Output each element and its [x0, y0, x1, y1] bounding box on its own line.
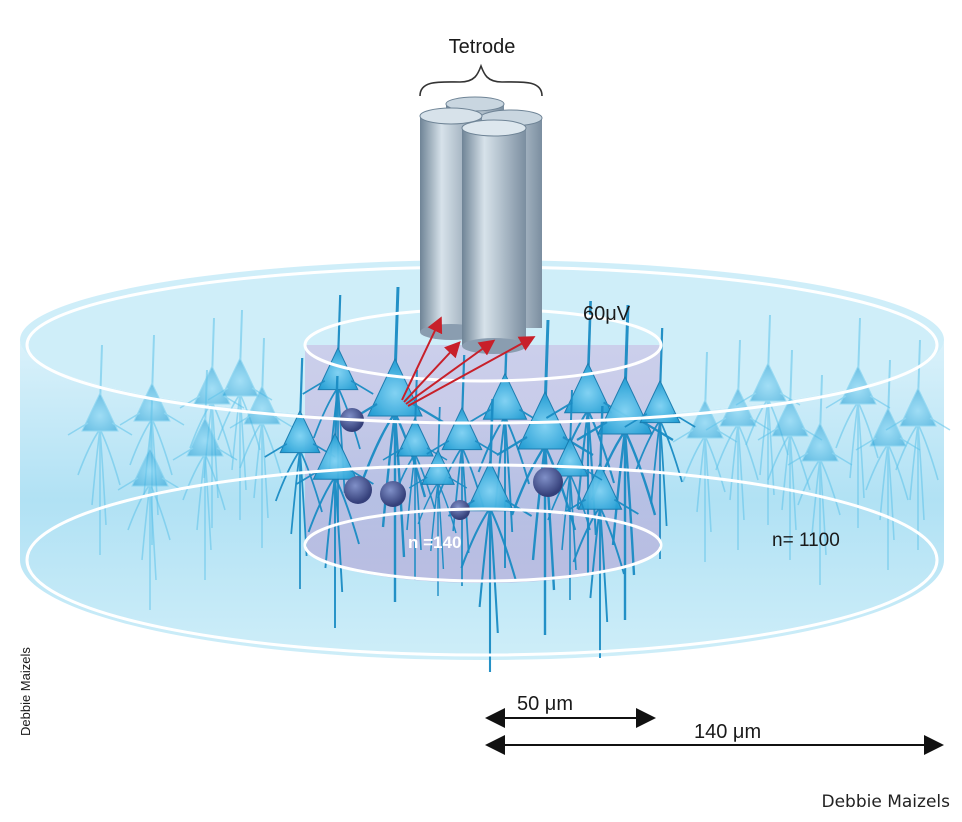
pyramidal-neuron	[672, 351, 738, 562]
pyramidal-neuron	[117, 399, 183, 610]
pyramidal-neuron	[67, 344, 133, 555]
inner-ring-bottom	[303, 507, 663, 583]
pyramidal-neuron	[885, 339, 951, 550]
pyramidal-neuron	[855, 359, 921, 570]
interneuron	[344, 476, 372, 504]
pyramidal-neuron	[296, 375, 374, 628]
pyramidal-neuron	[408, 406, 468, 596]
pyramidal-neuron	[229, 337, 295, 548]
tetrode-label: Tetrode	[449, 36, 516, 58]
interneurons	[340, 408, 563, 520]
amplitude-label: 60μV	[583, 303, 631, 325]
inner-count-label: n =140	[408, 533, 461, 552]
pyramidal-neuron	[705, 339, 771, 550]
inner-radius-label: 50 μm	[517, 693, 573, 715]
scale-arrows	[485, 708, 944, 755]
pyramidal-neuron	[787, 374, 853, 585]
interneuron	[533, 467, 563, 497]
outer-count-label: n= 1100	[772, 530, 840, 551]
background-neurons	[67, 309, 951, 610]
tetrode-electrode	[419, 63, 543, 354]
outer-ring-bottom	[25, 463, 939, 657]
interneuron	[380, 481, 406, 507]
image-credit-caption: Debbie Maizels	[821, 792, 951, 812]
signal-arrows	[401, 316, 536, 407]
pyramidal-neuron	[825, 317, 891, 528]
pyramidal-neuron	[545, 300, 631, 574]
pyramidal-neuron	[172, 369, 238, 580]
distance-rings	[25, 265, 939, 657]
vertical-credit: Debbie Maizels	[18, 647, 33, 736]
pyramidal-neuron	[264, 357, 336, 589]
outer-radius-label: 140 μm	[694, 721, 761, 743]
tetrode-bracket	[419, 63, 543, 97]
pyramidal-neuron	[757, 349, 823, 560]
